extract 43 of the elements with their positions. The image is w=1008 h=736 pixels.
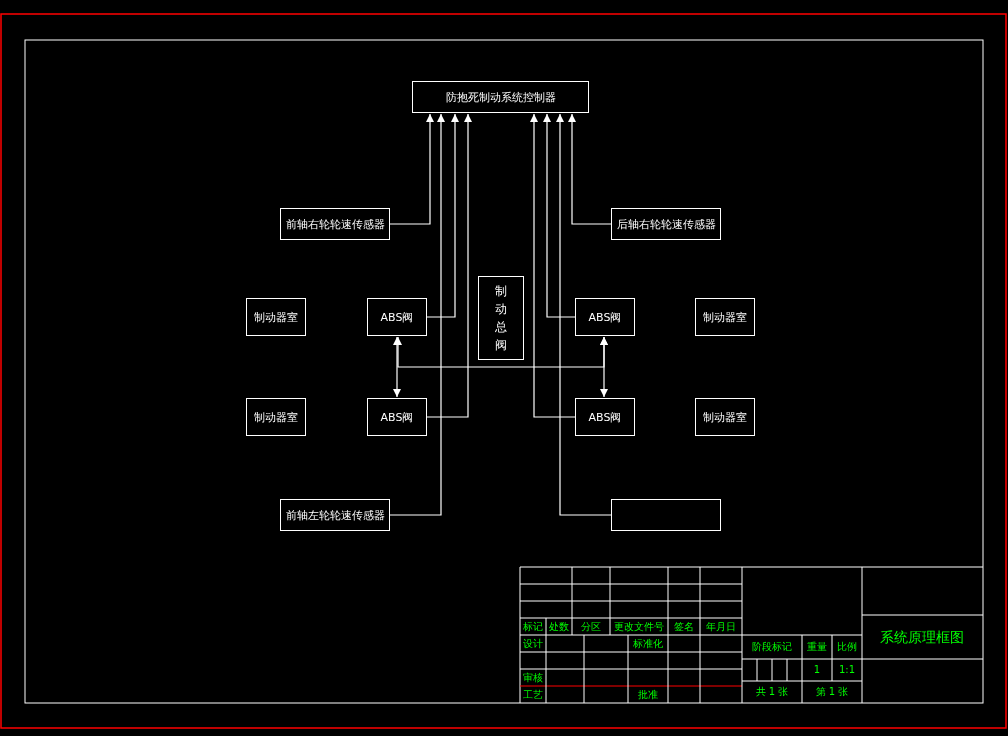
sensor-box: 后轴右轮轮速传感器	[611, 208, 721, 240]
brake-chamber-box: 制动器室	[695, 298, 755, 336]
brake-chamber-box: 制动器室	[695, 398, 755, 436]
sensor-box	[611, 499, 721, 531]
cell-label: 处数	[549, 620, 569, 633]
cell-label: 分区	[581, 620, 601, 633]
arrow	[426, 113, 459, 318]
valve-box: ABS阀	[367, 298, 427, 336]
arrow	[394, 336, 608, 368]
arrow	[530, 113, 576, 418]
cell-label: 比例	[837, 641, 857, 653]
arrow	[568, 113, 612, 225]
cell-label: 标准化	[633, 637, 663, 650]
brake-chamber-box: 制动器室	[246, 298, 306, 336]
controller-box: 防抱死制动系统控制器	[412, 81, 589, 113]
sensor-box: 前轴右轮轮速传感器	[280, 208, 390, 240]
brake-chamber-box: 制动器室	[246, 398, 306, 436]
master-valve-box: 制动总阀	[478, 276, 524, 360]
arrow	[543, 113, 576, 318]
sensor-box: 前轴左轮轮速传感器	[280, 499, 390, 531]
drawing-title: 系统原理框图	[880, 631, 964, 643]
valve-box: ABS阀	[575, 398, 635, 436]
cell-label: 第 1 张	[815, 686, 849, 698]
cell-label: 年月日	[706, 620, 736, 633]
cell-label: 阶段标记	[752, 641, 792, 653]
arrow	[389, 113, 434, 225]
arrow	[556, 113, 612, 516]
cell-label: 审核	[523, 671, 543, 684]
cell-label: 标记	[523, 620, 543, 633]
valve-box: ABS阀	[575, 298, 635, 336]
cell-label: 工艺	[523, 688, 543, 701]
cell-label: 批准	[638, 688, 658, 701]
cell-label: 更改文件号	[614, 620, 664, 633]
arrow	[426, 113, 472, 418]
cell-label: 共 1 张	[755, 686, 789, 698]
cell-label: 签名	[674, 620, 694, 633]
arrow	[393, 336, 401, 398]
arrow	[389, 113, 445, 516]
valve-box: ABS阀	[367, 398, 427, 436]
cell-label: 重量	[807, 641, 827, 653]
cell-label: 设计	[523, 637, 543, 650]
cell-label: 1	[813, 664, 821, 676]
cell-label: 1:1	[838, 664, 856, 676]
